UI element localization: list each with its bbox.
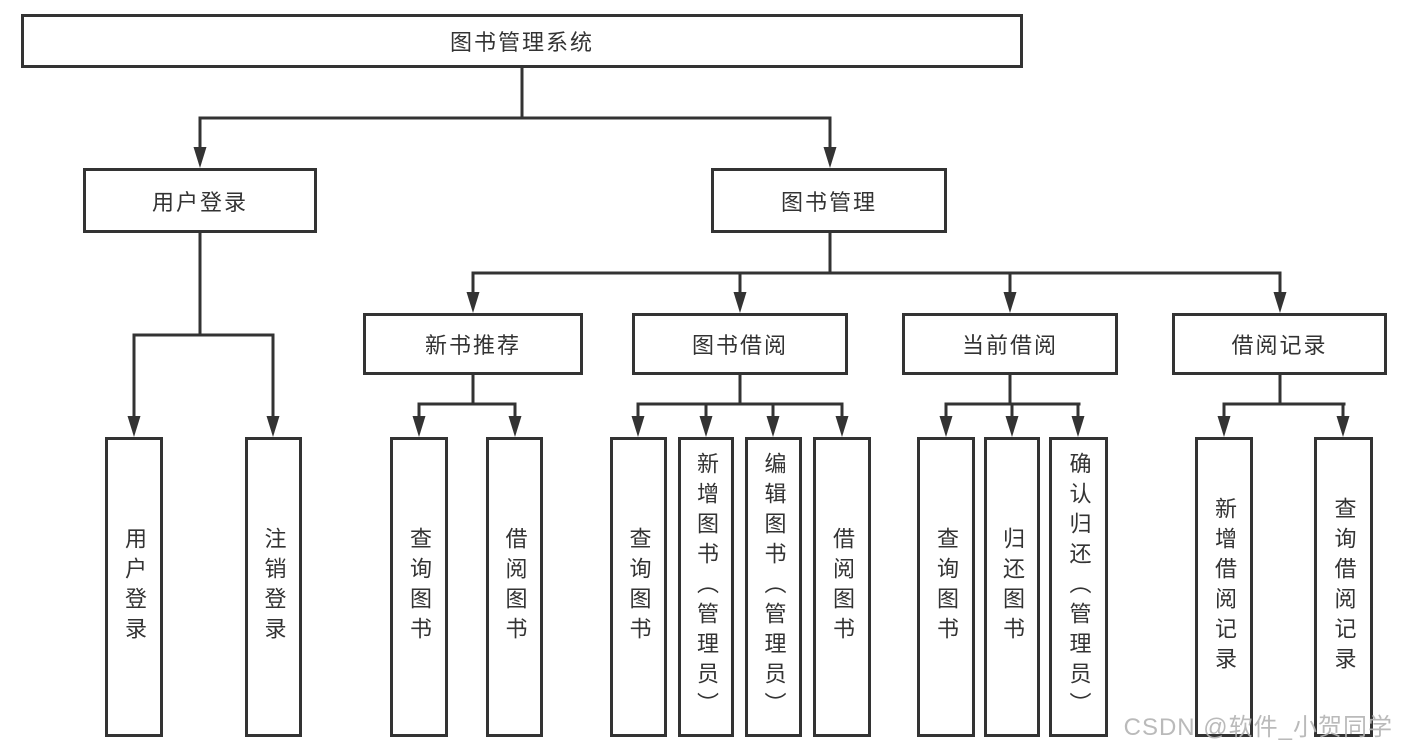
node-user-login: 用户登录 <box>83 168 317 233</box>
leaf-borrow-books-recommend-label: 借阅图书 <box>502 527 528 647</box>
node-new-book-recommend: 新书推荐 <box>363 313 583 375</box>
leaf-user-login: 用户登录 <box>105 437 163 737</box>
connector-borrow-record-children <box>1217 375 1350 437</box>
leaf-logout-label: 注销登录 <box>261 527 287 647</box>
node-library-system-label: 图书管理系统 <box>449 30 594 55</box>
leaf-edit-book-admin-label: 编辑图书（管理员） <box>761 452 787 722</box>
leaf-edit-book-admin: 编辑图书（管理员） <box>745 437 802 737</box>
leaf-borrow-books: 借阅图书 <box>813 437 871 737</box>
connector-book-management-children <box>466 233 1287 313</box>
leaf-confirm-return-admin-label: 确认归还（管理员） <box>1066 452 1092 722</box>
leaf-return-books: 归还图书 <box>984 437 1040 737</box>
connector-book-borrow-children <box>631 375 849 437</box>
node-book-borrowing-label: 图书借阅 <box>691 333 788 358</box>
leaf-query-borrow-record-label: 查询借阅记录 <box>1331 497 1357 677</box>
node-book-management: 图书管理 <box>711 168 947 233</box>
leaf-query-books-recommend-label: 查询图书 <box>407 527 432 647</box>
leaf-query-books-borrow-label: 查询图书 <box>626 527 652 647</box>
leaf-borrow-books-label: 借阅图书 <box>830 527 855 647</box>
leaf-logout: 注销登录 <box>245 437 302 737</box>
node-new-book-recommend-label: 新书推荐 <box>424 333 521 358</box>
leaf-confirm-return-admin: 确认归还（管理员） <box>1049 437 1108 737</box>
leaf-add-book-admin: 新增图书（管理员） <box>678 437 734 737</box>
leaf-add-book-admin-label: 新增图书（管理员） <box>694 452 719 722</box>
leaf-query-books-current-label: 查询图书 <box>934 527 959 647</box>
connector-new-book-children <box>412 375 522 437</box>
leaf-add-borrow-record: 新增借阅记录 <box>1195 437 1253 737</box>
leaf-user-login-label: 用户登录 <box>122 527 147 647</box>
node-borrowing-records: 借阅记录 <box>1172 313 1387 375</box>
leaf-query-books-current: 查询图书 <box>917 437 975 737</box>
node-user-login-label: 用户登录 <box>151 189 248 215</box>
leaf-return-books-label: 归还图书 <box>1000 527 1025 647</box>
node-book-management-label: 图书管理 <box>780 189 877 215</box>
node-current-borrowing: 当前借阅 <box>902 313 1118 375</box>
node-borrowing-records-label: 借阅记录 <box>1231 333 1328 358</box>
connector-current-borrow-children <box>939 375 1085 437</box>
connector-user-login-children <box>127 233 280 437</box>
leaf-add-borrow-record-label: 新增借阅记录 <box>1212 497 1237 677</box>
leaf-query-books-recommend: 查询图书 <box>390 437 448 737</box>
node-current-borrowing-label: 当前借阅 <box>961 333 1058 358</box>
node-book-borrowing: 图书借阅 <box>632 313 848 375</box>
connector-root-to-level2 <box>193 66 837 168</box>
leaf-query-books-borrow: 查询图书 <box>610 437 667 737</box>
leaf-borrow-books-recommend: 借阅图书 <box>486 437 543 737</box>
leaf-query-borrow-record: 查询借阅记录 <box>1314 437 1373 737</box>
node-library-system: 图书管理系统 <box>21 14 1023 68</box>
